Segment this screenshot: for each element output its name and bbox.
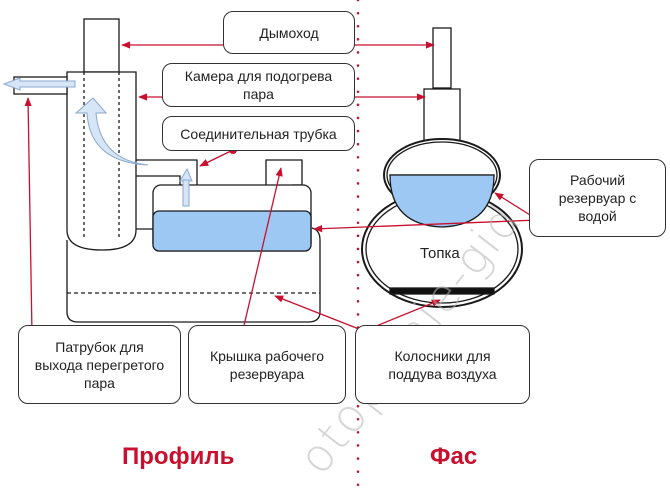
front-title: Фас [430, 443, 478, 470]
steam-flow-arrows [2, 77, 193, 207]
label-grate: Колосники для поддува воздуха [355, 325, 530, 404]
label-tank-lid: Крышка рабочего резервуара [188, 325, 346, 404]
front-grate [389, 287, 495, 295]
tank-water [152, 210, 312, 252]
label-outlet-pipe: Патрубок для выхода перегретого пара [18, 325, 181, 404]
label-grate-line2: поддува воздуха [388, 365, 497, 382]
rising-flow-arrow [74, 97, 149, 166]
front-view [361, 27, 523, 308]
label-outlet-pipe-line3: пара [84, 374, 115, 391]
label-outlet-pipe-line2: выхода перегретого [34, 356, 165, 373]
profile-view [13, 18, 321, 323]
label-connecting-tube-text: Соединительная трубка [180, 125, 337, 142]
label-grate-line1: Колосники для [394, 347, 491, 364]
label-steam-chamber-line2: пара [243, 86, 274, 102]
label-chimney: Дымоход [223, 11, 355, 54]
base-housing [66, 227, 321, 323]
label-chimney-text: Дымоход [259, 24, 319, 41]
front-chimney [432, 27, 452, 89]
profile-title: Профиль [122, 443, 235, 470]
front-steam-chamber [423, 88, 461, 142]
firebox-label: Топка [420, 245, 460, 262]
connecting-tube [136, 159, 198, 185]
label-tank-lid-line2: резервуара [229, 365, 305, 382]
label-working-tank: Рабочий резервуар с водой [529, 159, 666, 237]
label-working-tank-line2: резервуар с [558, 190, 637, 206]
label-working-tank-line1: Рабочий [569, 172, 626, 188]
label-outlet-pipe-line1: Патрубок для [55, 338, 144, 355]
label-connecting-tube: Соединительная трубка [162, 116, 355, 151]
label-steam-chamber: Камера для подогрева пара [162, 63, 355, 107]
outlet-flow-arrow [2, 77, 76, 91]
label-steam-chamber-line1: Камера для подогрева [184, 68, 333, 84]
label-tank-lid-line1: Крышка рабочего [209, 347, 325, 364]
label-working-tank-line3: водой [578, 208, 617, 224]
chimney-pipe [83, 18, 120, 73]
